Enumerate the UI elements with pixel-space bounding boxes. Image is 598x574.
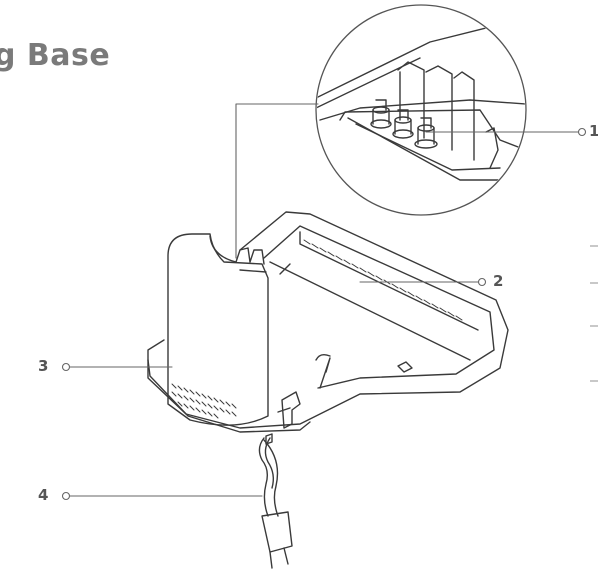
cutoff-mark [590,325,598,327]
air-vent-grill [171,383,237,419]
leader-lines [61,127,587,501]
callout-1-label: 1 [589,122,598,140]
cutoff-mark [590,380,598,382]
callout-3-label: 3 [38,357,49,375]
callout-4-label: 4 [38,486,49,504]
cutoff-mark [590,245,598,247]
charging-base [147,211,509,433]
power-cord [258,433,293,569]
magnified-contacts-detail [315,4,527,216]
mop-tray-slats [303,239,463,321]
diagram-title: g Base [0,38,111,73]
callout-2-label: 2 [493,272,504,290]
cutoff-mark [590,282,598,284]
